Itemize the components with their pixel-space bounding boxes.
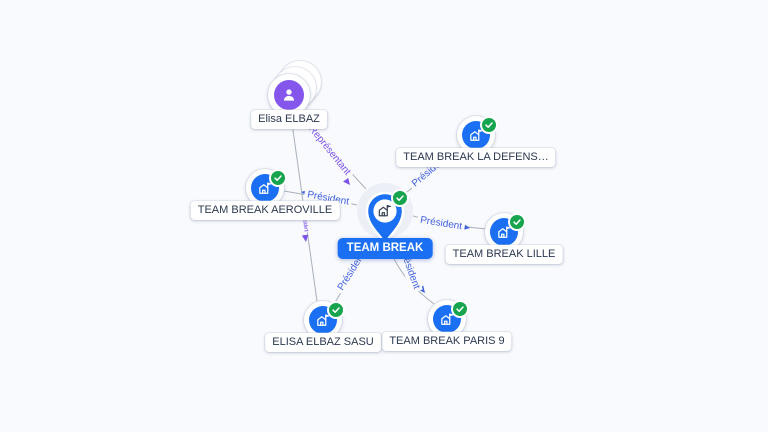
verified-check-icon — [327, 301, 345, 319]
edge-label-representant: Représentant — [303, 121, 355, 181]
node-label-team-break-aeroville: TEAM BREAK AEROVILLE — [190, 201, 340, 220]
node-label-elisa-elbaz-sasu: ELISA ELBAZ SASU — [265, 333, 381, 352]
node-label-team-break-la-defense: TEAM BREAK LA DEFENS… — [396, 148, 556, 167]
node-disc — [268, 74, 310, 116]
node-label-team-break-paris-9: TEAM BREAK PARIS 9 — [382, 332, 512, 351]
person-icon — [284, 89, 294, 101]
edge-label-president-lille: Président — [416, 214, 466, 234]
node-disc — [304, 301, 342, 339]
verified-check-icon — [508, 213, 526, 231]
node-label-elisa-elbaz: Elisa ELBAZ — [251, 110, 327, 129]
verified-check-icon — [269, 169, 287, 187]
verified-check-icon — [391, 189, 409, 207]
arrowhead-elisa-sasu — [301, 234, 310, 243]
map-pin-icon — [365, 191, 405, 245]
verified-check-icon — [451, 300, 469, 318]
node-label-team-break-lille: TEAM BREAK LILLE — [445, 245, 563, 264]
verified-check-icon — [480, 116, 498, 134]
node-label-team-break: TEAM BREAK — [337, 238, 433, 259]
